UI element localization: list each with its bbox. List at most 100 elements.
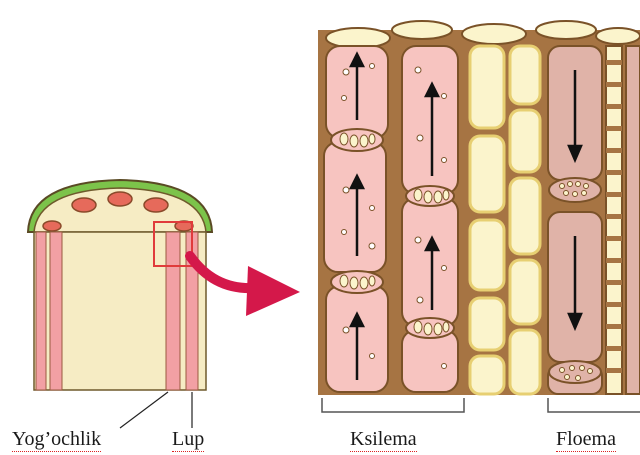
companion-cell-rungs (606, 60, 622, 373)
rung (606, 148, 622, 153)
pore (424, 323, 432, 335)
rung (606, 170, 622, 175)
zoom-arrow-head (246, 266, 300, 316)
left-bundle-strand-inner (50, 232, 62, 390)
bubble (442, 266, 447, 271)
cell-top-5 (596, 28, 640, 44)
pore (565, 375, 570, 380)
pore (360, 135, 368, 147)
rung (606, 214, 622, 219)
rung (606, 82, 622, 87)
pore (560, 184, 565, 189)
companion-cells (606, 46, 640, 394)
label-pith: Yog’ochlik (12, 428, 101, 450)
pore (580, 366, 585, 371)
parenchyma-cell (470, 356, 504, 394)
pore (576, 376, 581, 381)
rung (606, 280, 622, 285)
bubble (417, 297, 423, 303)
cell-top-4 (536, 21, 596, 39)
parenchyma-cell (510, 110, 540, 172)
pore (582, 191, 587, 196)
tissue-detail (318, 21, 640, 395)
bubble (343, 69, 349, 75)
phloem-bracket (548, 398, 640, 412)
parenchyma-cell (510, 260, 540, 324)
parenchyma-cell (470, 46, 504, 128)
parenchyma-cell (470, 136, 504, 212)
pore (560, 368, 565, 373)
bubble (370, 206, 375, 211)
sieve-plate (549, 178, 601, 202)
xylem-column-2 (402, 46, 458, 392)
pore (340, 133, 348, 145)
rung (606, 346, 622, 351)
pore (434, 323, 442, 335)
pith-leader-line (120, 392, 168, 428)
xylem-bracket (322, 398, 464, 412)
bubble (442, 158, 447, 163)
rung (606, 324, 622, 329)
pore (588, 369, 593, 374)
cell-top-3 (462, 24, 526, 44)
bubble (342, 230, 347, 235)
bubble (370, 64, 375, 69)
bubble (442, 94, 447, 99)
rung (606, 104, 622, 109)
rung (606, 126, 622, 131)
pore (340, 275, 348, 287)
label-bundle: Lup (172, 428, 204, 450)
bundle-cap-2 (108, 192, 132, 206)
pore (434, 191, 442, 203)
cell-top-2 (392, 21, 452, 39)
bubble (369, 243, 375, 249)
parenchyma-cell (510, 46, 540, 104)
parenchyma-cell (470, 298, 504, 350)
sieve-plate (549, 361, 601, 383)
parenchyma-cell (510, 178, 540, 254)
bubble (415, 67, 421, 73)
pore (584, 184, 589, 189)
pore (564, 191, 569, 196)
xylem-cell (402, 330, 458, 392)
pore (570, 366, 575, 371)
label-phloem: Floema (556, 428, 616, 450)
pore (360, 277, 368, 289)
bundle-cap-3 (144, 198, 168, 212)
left-bundle-strand-outer (36, 232, 46, 390)
companion-cell-strip-edge (626, 46, 640, 394)
rung (606, 236, 622, 241)
label-xylem: Ksilema (350, 428, 417, 450)
right-bundle-strand-inner (166, 232, 180, 390)
pore (369, 134, 375, 144)
companion-cell-strip (606, 46, 622, 394)
bubble (417, 135, 423, 141)
bundle-cap-1 (72, 198, 96, 212)
bubble (415, 237, 421, 243)
rung (606, 60, 622, 65)
rung (606, 302, 622, 307)
parenchyma-cell (510, 330, 540, 394)
rung (606, 192, 622, 197)
pore (350, 135, 358, 147)
parenchyma-cell (470, 220, 504, 290)
stem-section (28, 180, 212, 428)
pore (576, 182, 581, 187)
bubble (442, 364, 447, 369)
pore (568, 182, 573, 187)
bubble (343, 327, 349, 333)
xylem-cell (402, 198, 458, 326)
pore (350, 277, 358, 289)
pore (424, 191, 432, 203)
bubble (342, 96, 347, 101)
brackets (322, 398, 640, 412)
xylem-cell (402, 46, 458, 194)
bundle-cap-4 (43, 221, 61, 231)
pore (443, 190, 449, 200)
pore (369, 276, 375, 286)
rung (606, 368, 622, 373)
pore (573, 192, 578, 197)
bubble (343, 187, 349, 193)
xylem-cell (324, 142, 386, 272)
